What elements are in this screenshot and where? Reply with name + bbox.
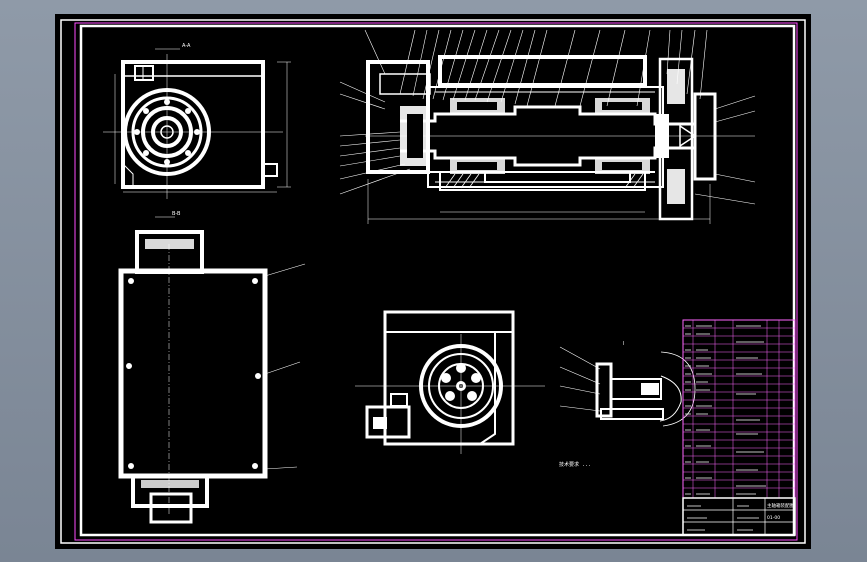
technical-requirements-note: 技术要求 ... [559,462,592,468]
parts-list-table [682,319,796,499]
main-section-view [339,29,756,224]
view-label-left: B-B [172,211,181,217]
view-label-top-left: A-A [182,43,191,49]
cad-drawing: A-A [60,19,806,544]
title-block: 主轴箱装配图 01-00 [682,497,796,536]
drawing-sheet: A-A [55,14,811,549]
outer-border [60,19,806,544]
plan-view: B-B [118,211,306,524]
view-label-detail: I [623,341,624,347]
title-block-drawing-no: 01-00 [767,515,780,521]
frame-border [79,24,796,537]
detail-view-i: I [559,341,696,427]
gearbox-end-view [355,310,545,454]
top-left-end-view: A-A [103,43,291,199]
title-block-name: 主轴箱装配图 [767,502,794,509]
frame-border-magenta [74,22,798,541]
